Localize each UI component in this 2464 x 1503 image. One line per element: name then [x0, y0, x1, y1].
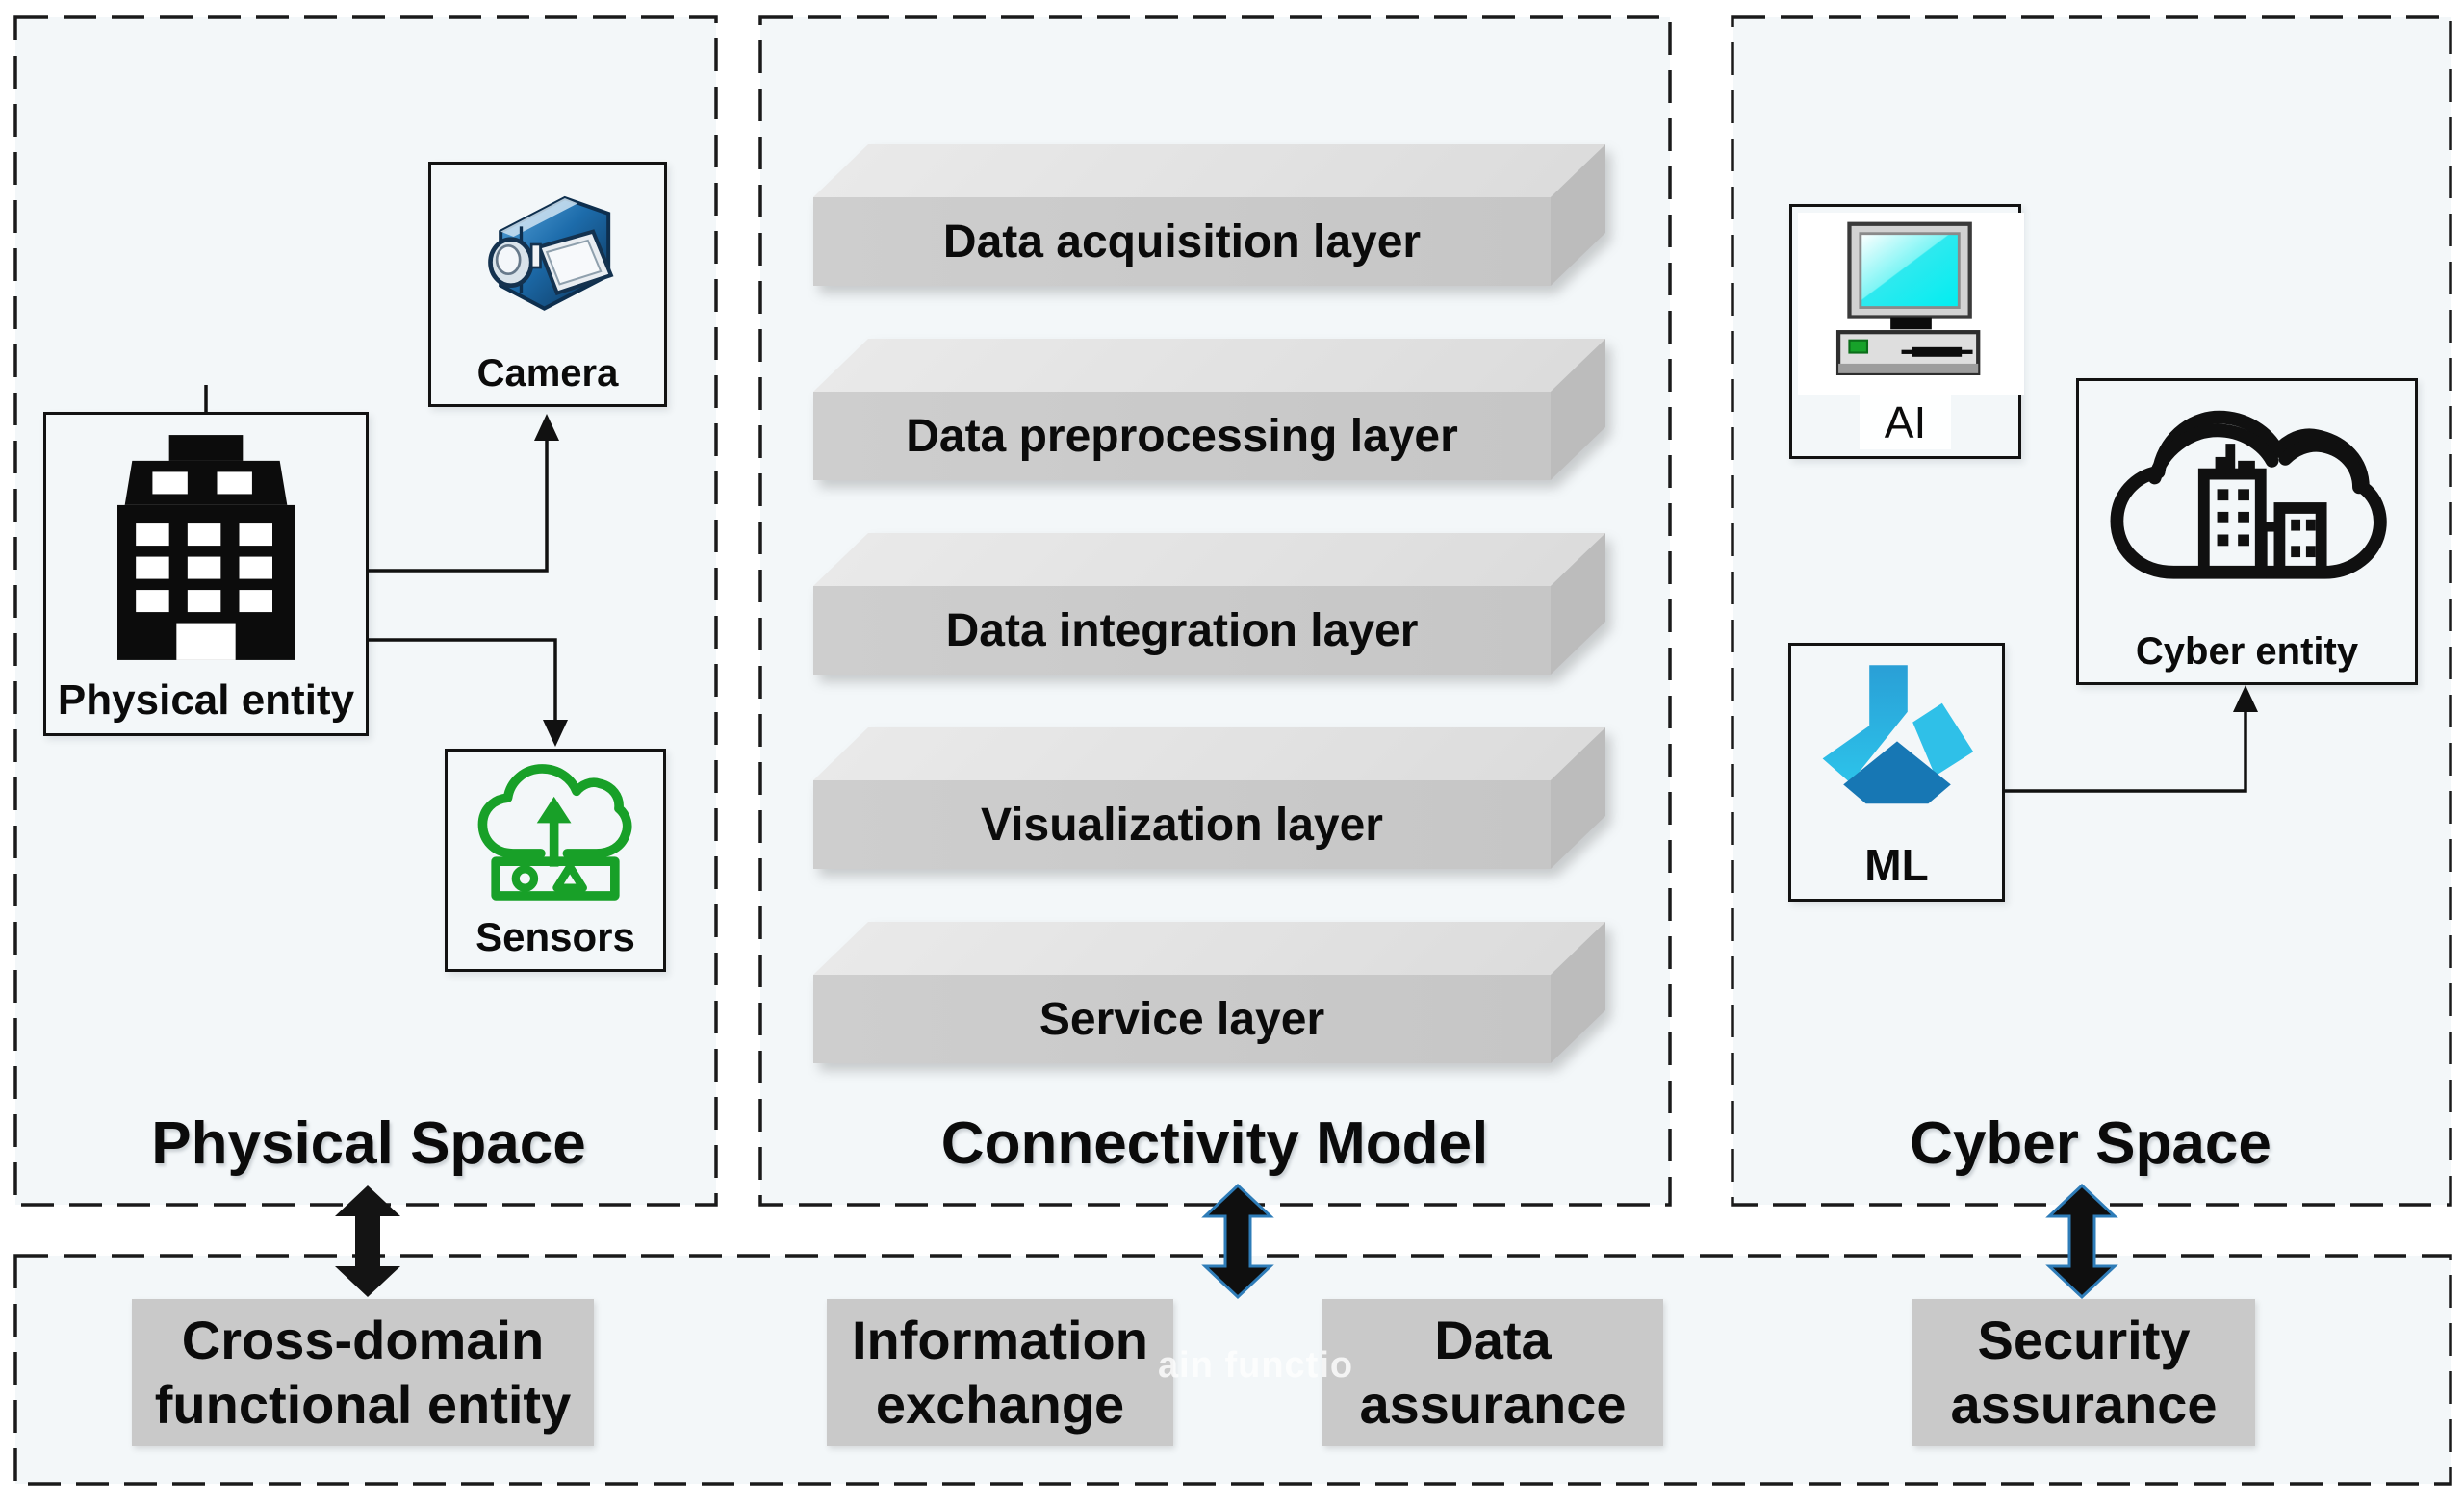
cross-domain-line1: Cross-domain — [181, 1310, 545, 1371]
watermark-text-fragment: ain functio — [1158, 1345, 1354, 1386]
slab-front-face — [813, 392, 1551, 480]
arrowhead-up-cyber-entity — [2233, 685, 2258, 712]
security-assurance-line1: Security — [1977, 1310, 2191, 1371]
cyber-entity-label: Cyber entity — [2135, 630, 2359, 673]
arrowhead-up-camera — [534, 414, 559, 441]
layer-data-integration: Data integration layer — [813, 532, 1605, 675]
camcorder-icon — [431, 165, 664, 354]
layer-data-acquisition: Data acquisition layer — [813, 143, 1605, 286]
layer-label: Visualization layer — [981, 799, 1383, 851]
layer-service: Service layer — [813, 921, 1605, 1063]
machine-learning-icon — [1791, 646, 2002, 843]
layer-data-preprocessing: Data preprocessing layer — [813, 338, 1605, 480]
layer-visualization: Visualization layer — [813, 726, 1605, 869]
data-assurance-line2: assurance — [1359, 1373, 1627, 1435]
connectivity-model-title: Connectivity Model — [940, 1110, 1489, 1177]
slab-top-face — [813, 339, 1605, 392]
layer-label: Service layer — [1039, 993, 1325, 1045]
sensor-cloud-icon — [448, 752, 663, 917]
slab-front-face — [813, 197, 1551, 286]
ml-label: ML — [1864, 840, 1929, 890]
layer-label: Data acquisition layer — [942, 216, 1422, 267]
building-icon — [46, 415, 366, 679]
security-assurance-line2: assurance — [1950, 1373, 2218, 1435]
double-arrow-connectivity — [1201, 1183, 1274, 1300]
camera-box: Camera — [428, 162, 667, 407]
cross-domain-line2: functional entity — [154, 1373, 572, 1435]
information-exchange-line2: exchange — [875, 1373, 1125, 1435]
double-arrow-cyber — [2045, 1183, 2118, 1300]
physical-entity-box: Physical entity — [43, 412, 369, 736]
ai-box: AI — [1789, 204, 2024, 459]
slab-front-face — [813, 975, 1551, 1063]
physical-space-title: Physical Space — [151, 1110, 586, 1177]
sensors-box: Sensors — [445, 749, 666, 972]
ml-box: ML — [1788, 643, 2005, 902]
connector-entity-to-sensors — [369, 638, 557, 724]
cyber-space-title: Cyber Space — [1910, 1110, 2272, 1177]
connector-entity-to-camera — [369, 431, 549, 573]
connector-lines — [204, 385, 2247, 793]
cross-domain-functional-entity-box: Cross-domain functional entity — [132, 1299, 594, 1446]
slab-top-face — [813, 144, 1605, 197]
slab-front-face — [813, 780, 1551, 869]
double-arrow-physical — [335, 1185, 400, 1297]
data-assurance-line1: Data — [1434, 1310, 1552, 1371]
information-exchange-line1: Information — [852, 1310, 1148, 1371]
camera-label: Camera — [476, 352, 619, 395]
layer-label: Data preprocessing layer — [906, 410, 1458, 462]
data-assurance-box: Data assurance — [1322, 1299, 1663, 1446]
slab-front-face — [813, 586, 1551, 675]
cyber-entity-box: Cyber entity — [2076, 378, 2418, 685]
double-arrows — [335, 1183, 2118, 1300]
layer-label: Data integration layer — [945, 604, 1419, 656]
connector-arrowheads — [534, 414, 2258, 747]
sensors-label: Sensors — [475, 914, 635, 959]
security-assurance-box: Security assurance — [1912, 1299, 2255, 1446]
information-exchange-box: Information exchange — [827, 1299, 1173, 1446]
desktop-computer-icon — [1798, 213, 2024, 395]
slab-top-face — [813, 922, 1605, 975]
slab-top-face — [813, 727, 1605, 780]
ai-label: AI — [1859, 395, 1952, 456]
arrowhead-down-sensors — [543, 720, 568, 747]
connector-ml-to-cyber-entity — [2005, 702, 2247, 793]
cloud-city-icon — [2079, 381, 2415, 632]
slab-top-face — [813, 533, 1605, 586]
physical-entity-label: Physical entity — [57, 676, 355, 724]
